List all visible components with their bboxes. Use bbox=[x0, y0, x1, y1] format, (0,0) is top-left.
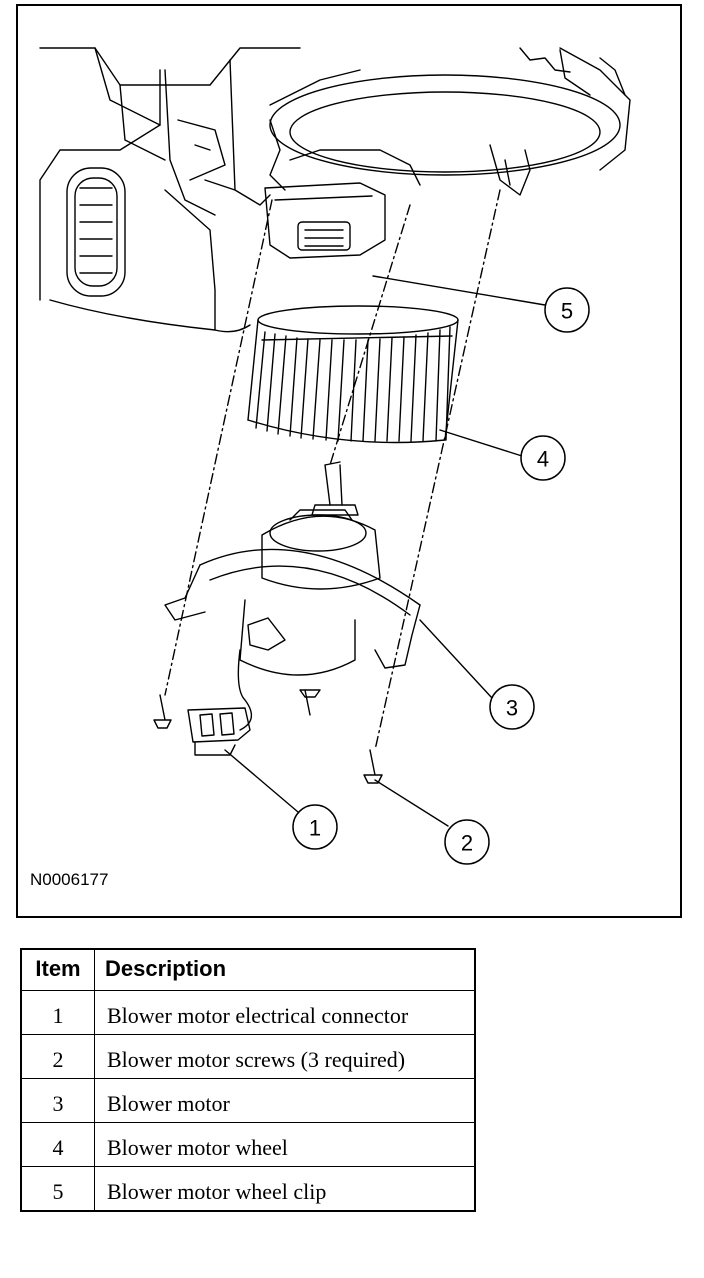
callout-5-label: 5 bbox=[561, 299, 573, 324]
legend-item-number: 2 bbox=[20, 1034, 95, 1079]
assembly-lines bbox=[164, 189, 501, 751]
callouts: 5 4 3 1 2 bbox=[292, 287, 590, 865]
callout-2: 2 bbox=[444, 819, 490, 865]
legend-row: 3 Blower motor bbox=[20, 1078, 476, 1123]
legend-item-description: Blower motor bbox=[94, 1078, 476, 1123]
blower-wheel-drawing bbox=[247, 305, 459, 516]
callout-3-label: 3 bbox=[506, 696, 518, 721]
leader-lines bbox=[224, 275, 546, 827]
legend-item-description: Blower motor wheel bbox=[94, 1122, 476, 1167]
callout-1-label: 1 bbox=[309, 816, 321, 841]
legend-item-description: Blower motor screws (3 required) bbox=[94, 1034, 476, 1079]
legend-item-description: Blower motor wheel clip bbox=[94, 1166, 476, 1212]
legend-row: 4 Blower motor wheel bbox=[20, 1122, 476, 1167]
legend-item-description: Blower motor electrical connector bbox=[94, 990, 476, 1035]
figure-frame bbox=[16, 4, 682, 918]
legend-header-description: Description bbox=[94, 948, 476, 991]
legend-row: 1 Blower motor electrical connector bbox=[20, 990, 476, 1035]
callout-5: 5 bbox=[544, 287, 590, 333]
callout-4: 4 bbox=[520, 435, 566, 481]
exploded-view-illustration: 5 4 3 1 2 bbox=[39, 47, 631, 865]
legend-item-number: 3 bbox=[20, 1078, 95, 1123]
legend-row: 2 Blower motor screws (3 required) bbox=[20, 1034, 476, 1079]
callout-2-label: 2 bbox=[461, 831, 473, 856]
callout-3: 3 bbox=[489, 684, 535, 730]
blower-motor-drawing bbox=[164, 509, 421, 731]
legend-table: Item Description 1 Blower motor electric… bbox=[20, 948, 476, 1212]
screw-drawings bbox=[153, 694, 383, 784]
callout-1: 1 bbox=[292, 804, 338, 850]
legend-item-number: 4 bbox=[20, 1122, 95, 1167]
callout-4-label: 4 bbox=[537, 447, 549, 472]
legend-header-row: Item Description bbox=[20, 948, 476, 991]
legend-item-number: 5 bbox=[20, 1166, 95, 1212]
legend-header-item: Item bbox=[20, 948, 95, 991]
legend-item-number: 1 bbox=[20, 990, 95, 1035]
figure-id: N0006177 bbox=[30, 870, 109, 889]
blower-housing-drawing bbox=[39, 47, 631, 333]
electrical-connector-drawing bbox=[187, 707, 251, 756]
legend-row: 5 Blower motor wheel clip bbox=[20, 1166, 476, 1212]
